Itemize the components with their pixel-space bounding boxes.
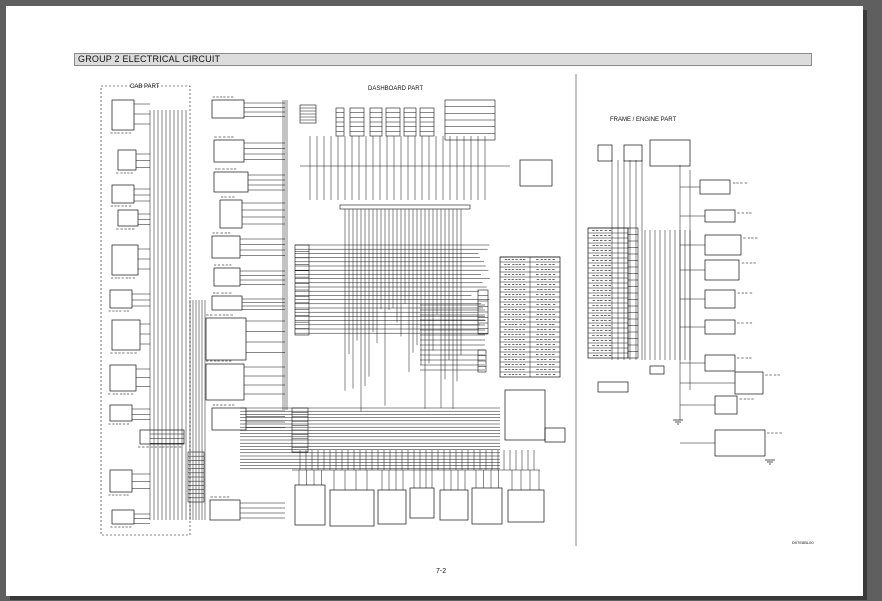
relay-component — [211, 295, 243, 311]
dashboard-component — [544, 427, 566, 443]
relay-component — [213, 171, 249, 193]
frame-component — [623, 144, 643, 162]
relay-component — [209, 499, 241, 521]
page-number: 7-2 — [436, 568, 447, 575]
relay-component — [205, 363, 245, 401]
cab-component — [111, 319, 141, 351]
dashboard-harness-connector — [339, 204, 471, 210]
relay-component — [213, 139, 245, 163]
section-header-bar: GROUP 2 ELECTRICAL CIRCUIT — [74, 53, 812, 66]
frame-component — [597, 381, 629, 393]
dashboard-bottom-component — [507, 489, 545, 523]
relay-component — [205, 317, 247, 361]
frame-engine-part-label: FRAME / ENGINE PART — [610, 117, 677, 123]
dashboard-bottom-component — [439, 489, 469, 521]
dashboard-bottom-component — [294, 484, 326, 526]
document-page: GROUP 2 ELECTRICAL CIRCUIT CAB PART DASH… — [6, 6, 863, 596]
dashboard-bottom-component — [471, 487, 503, 525]
cab-part-enclosure — [100, 85, 191, 536]
dashboard-component — [504, 389, 546, 441]
cab-part-label: CAB PART — [130, 84, 160, 90]
frame-right-component — [704, 209, 736, 223]
cab-component — [111, 509, 135, 525]
frame-right-component — [704, 319, 736, 335]
relay-component — [213, 267, 241, 287]
dashboard-part-label: DASHBOARD PART — [368, 86, 424, 92]
cab-component — [117, 149, 137, 171]
drawing-code: D07E8BL00 — [792, 540, 814, 545]
frame-component — [597, 144, 613, 162]
frame-right-component — [704, 234, 742, 256]
cab-component — [109, 469, 133, 493]
electrical-schematic — [100, 74, 782, 546]
frame-right-component — [704, 289, 736, 309]
cab-component — [109, 404, 133, 422]
frame-right-component — [714, 395, 738, 415]
cab-component — [111, 244, 139, 276]
cab-component — [111, 99, 135, 131]
dashboard-bottom-component — [329, 489, 375, 527]
frame-component — [649, 365, 665, 375]
relay-component — [211, 99, 245, 119]
frame-right-component — [734, 371, 764, 395]
cab-component — [117, 209, 139, 227]
frame-right-component — [704, 354, 736, 372]
cab-component — [111, 184, 135, 204]
frame-right-component — [699, 179, 731, 195]
cab-component — [139, 429, 185, 445]
dashboard-bottom-component — [409, 487, 435, 519]
frame-right-component — [714, 429, 766, 457]
cab-component — [109, 364, 137, 392]
cab-component — [109, 289, 133, 309]
dashboard-component — [519, 159, 553, 187]
frame-right-component — [704, 259, 740, 281]
relay-component — [211, 235, 241, 259]
page-title: GROUP 2 ELECTRICAL CIRCUIT — [78, 54, 221, 64]
dashboard-bottom-component — [377, 489, 407, 525]
frame-component — [649, 139, 691, 167]
relay-component — [219, 199, 243, 229]
relay-component — [211, 407, 247, 431]
